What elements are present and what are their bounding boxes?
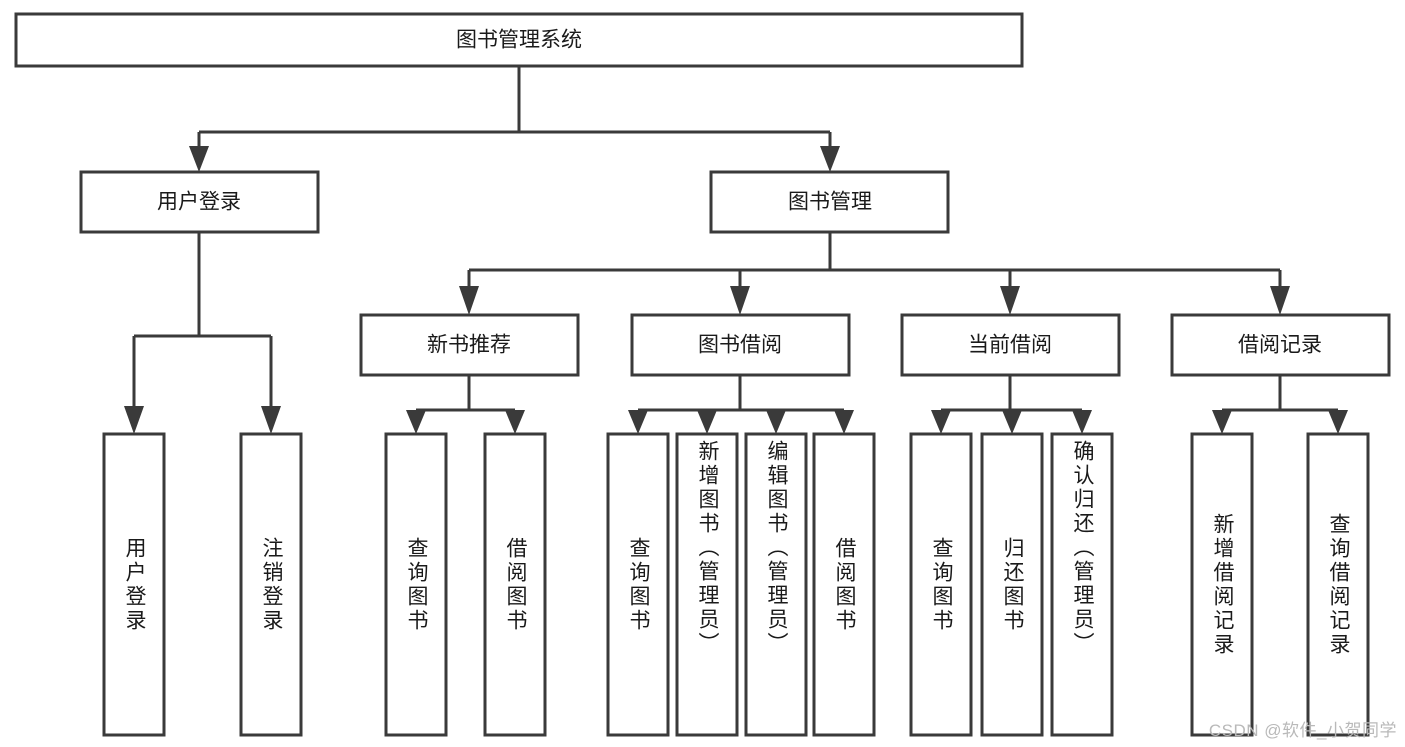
arrowhead-leaf-user-login [124,406,144,434]
arrowhead-user-login [189,146,209,172]
leaf-box-newbook-borrow[interactable] [483,432,547,737]
node-book-borrow-box[interactable] [630,313,851,377]
csdn-watermark: CSDN @软件_小贺同学 [1208,721,1397,740]
node-book-mgmt-label: 图书管理 [788,191,872,214]
node-root-label: 图书管理系统 [456,29,582,52]
arrowhead-book-mgmt [820,146,840,172]
arrowhead-leaf-logout [261,406,281,434]
leaf-box-borrow-lend[interactable] [812,432,876,737]
node-user-login-box[interactable] [79,170,320,234]
node-current-borrow-label: 当前借阅 [968,334,1052,357]
arrowhead-current-query [931,410,951,434]
arrowhead-borrow-edit [766,410,786,434]
node-current-borrow-box[interactable] [900,313,1121,377]
node-layer: 图书管理系统 用户登录 图书管理 新书推荐 图书借阅 当前借阅 借阅记录 [14,12,1391,737]
arrowhead-borrow-lend [834,410,854,434]
node-borrow-record-label: 借阅记录 [1238,334,1322,357]
node-book-mgmt-box[interactable] [709,170,950,234]
arrowhead-current-confirm [1072,410,1092,434]
leaf-box-borrow-query[interactable] [606,432,670,737]
arrowhead-newbook-query [406,410,426,434]
node-borrow-record-box[interactable] [1170,313,1391,377]
arrowhead-borrow-add [697,410,717,434]
arrowhead-newbook [459,286,479,315]
node-new-book-box[interactable] [359,313,580,377]
arrowhead-borrow-query [628,410,648,434]
leaf-box-borrow-add[interactable] [675,432,739,737]
arrowhead-record-add [1212,410,1232,434]
leaf-box-newbook-query[interactable] [384,432,448,737]
node-root-box[interactable] [14,12,1024,68]
arrowhead-current [1000,286,1020,315]
leaf-box-user-login[interactable] [102,432,166,737]
node-user-login-label: 用户登录 [157,191,241,214]
leaf-box-current-confirm[interactable] [1050,432,1114,737]
arrowhead-current-return [1002,410,1022,434]
leaf-box-borrow-edit[interactable] [744,432,808,737]
arrowhead-borrow [730,286,750,315]
leaf-box-current-query[interactable] [909,432,973,737]
node-book-borrow-label: 图书借阅 [698,334,782,357]
leaf-box-current-return[interactable] [980,432,1044,737]
node-new-book-label: 新书推荐 [427,334,511,357]
arrowhead-record-query [1328,410,1348,434]
connector-layer [124,66,1348,434]
leaf-box-record-add[interactable] [1190,432,1254,737]
arrowhead-newbook-borrow [505,410,525,434]
leaf-box-record-query[interactable] [1306,432,1370,737]
arrowhead-record [1270,286,1290,315]
leaf-box-logout[interactable] [239,432,303,737]
